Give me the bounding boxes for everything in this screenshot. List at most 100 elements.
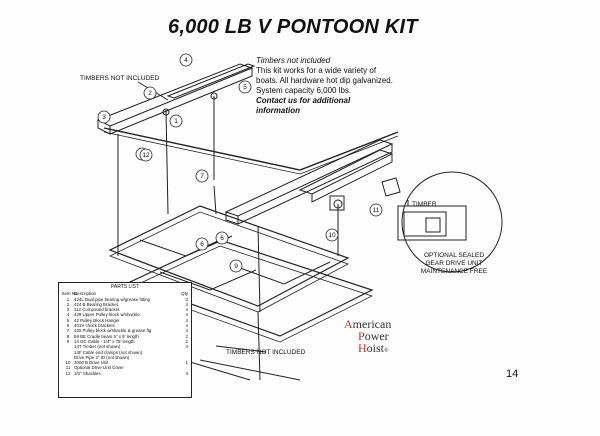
table-cell: 6 xyxy=(66,323,70,329)
header-cell: Qty xyxy=(181,291,188,297)
table-cell: 12 xyxy=(65,370,71,376)
table-cell: 3000 B Drive Unit xyxy=(74,360,109,366)
kit-notes: Timbers not included This kit works for … xyxy=(256,56,456,116)
table-cell: 4 xyxy=(185,344,188,350)
table-cell: 59 BE Cradle beam 5" x 9' length xyxy=(74,333,139,339)
cable xyxy=(165,109,169,215)
table-cell: Optional Drive Unit Cover xyxy=(74,365,124,371)
right-timber-rear xyxy=(298,149,394,195)
table-cell: 5 xyxy=(66,317,70,323)
gear-caption-line: OPTIONAL SEALED xyxy=(423,252,485,259)
cable xyxy=(213,185,217,215)
table-row: 9 14 GC Cable - 1/4" x 75' length 2 xyxy=(62,339,188,344)
table-cell: 4 xyxy=(185,328,188,334)
cable xyxy=(257,225,261,313)
table-cell: 4 xyxy=(185,317,188,323)
table-cell: 4 xyxy=(185,312,188,318)
page-title: 6,000 LB V PONTOON KIT xyxy=(168,16,418,38)
notes-line: Timbers not included xyxy=(256,56,331,65)
parts-list-rows: 1 424L Dual pipe bearing w/grease fitting… xyxy=(62,297,188,376)
callout-num: 6 xyxy=(220,235,224,242)
table-cell: 4 xyxy=(185,301,188,307)
table-cell: 11 xyxy=(65,365,71,371)
timber-label: TIMBER xyxy=(412,201,437,208)
callout-3 xyxy=(97,110,111,124)
table-cell: 112 Compound bracket xyxy=(74,307,120,313)
callout-num: 4 xyxy=(184,57,188,64)
callout-5 xyxy=(238,80,252,94)
callout-num: 6 xyxy=(200,241,204,248)
table-cell: 7 xyxy=(66,328,70,334)
chock-bracket xyxy=(139,235,233,257)
table-cell: 4 xyxy=(185,370,188,376)
gear-caption-line: MAINTENANCE FREE xyxy=(420,268,488,275)
callout-7 xyxy=(195,169,209,183)
drive-unit-cover xyxy=(381,177,401,197)
drive-pipe-top xyxy=(103,127,399,171)
table-cell: 9 xyxy=(66,338,70,344)
gear-drive-caption: OPTIONAL SEALED GEAR DRIVE UNIT MAINTENA… xyxy=(404,252,504,276)
callout-9 xyxy=(229,259,243,273)
table-cell: 2 xyxy=(185,338,188,344)
callout-num: 7 xyxy=(200,173,204,180)
table-cell: 4 xyxy=(66,312,70,318)
notes-line: information xyxy=(256,106,300,115)
table-cell: 3 xyxy=(66,307,70,313)
table-cell: 42 Pulley Block Hanger xyxy=(74,317,120,323)
callout-12 xyxy=(139,148,153,162)
header-cell: Description xyxy=(74,291,96,297)
table-row: 5 42 Pulley Block Hanger 4 xyxy=(62,318,188,323)
parts-list-header: Item No Description Qty xyxy=(62,291,188,296)
callout-4 xyxy=(179,53,193,67)
notes-line: Contact us for additional xyxy=(256,96,351,105)
table-cell: 10 xyxy=(65,360,71,366)
table-cell: Drive Pipe 2" ID (not shown) xyxy=(74,354,130,360)
page-number: 14 xyxy=(506,368,519,380)
callout-2 xyxy=(143,86,157,100)
top-timber-rear xyxy=(166,63,256,99)
chock-bracket xyxy=(239,261,331,285)
table-row: 14F Cable end clamps (not shown) xyxy=(62,350,188,355)
table-cell: 2 xyxy=(185,333,188,339)
gear-drive-detail xyxy=(401,171,503,273)
table-cell: 1 xyxy=(185,360,188,366)
table-cell: 14 GC Cable - 1/4" x 75' length xyxy=(74,338,135,344)
callout-1 xyxy=(169,114,183,128)
header-cell: Item No xyxy=(62,291,78,297)
callout-num: 2 xyxy=(148,90,152,97)
table-row: 1 424L Dual pipe bearing w/grease fitting… xyxy=(62,297,188,302)
table-row: Drive Pipe 2" ID (not shown) xyxy=(62,355,188,360)
table-row: 4 429 Upper Pulley block w/shackle 4 xyxy=(62,312,188,317)
parts-list-title: PARTS LIST xyxy=(110,284,140,290)
table-cell: 2 xyxy=(66,301,70,307)
table-cell: 14F Cable end clamps (not shown) xyxy=(74,349,143,355)
callout-num: 3 xyxy=(102,114,106,121)
table-cell: 429 Pulley block w/shackle & grease ftg xyxy=(74,328,152,334)
table-cell: 14T Timber (not shown) xyxy=(74,344,121,350)
table-cell: 1/2" Shackles xyxy=(74,370,101,376)
table-cell: 401V chock brackets xyxy=(74,323,115,329)
callout-num: 9 xyxy=(234,263,238,270)
callout-6b xyxy=(215,231,229,245)
cradle-beam-left xyxy=(108,205,350,307)
callout-num: 12 xyxy=(142,152,150,159)
callouts xyxy=(97,53,383,273)
table-cell: 429 Upper Pulley block w/shackle xyxy=(74,312,140,318)
notes-line: System capacity 6,000 lbs. xyxy=(256,86,352,95)
table-cell: 424L Dual pipe bearing w/grease fitting xyxy=(74,296,150,302)
callout-num: 11 xyxy=(373,207,380,214)
table-cell: 2 xyxy=(185,296,188,302)
american-power-hoist-logo: American Power Hoist® xyxy=(344,317,392,355)
callout-num: 10 xyxy=(328,232,336,239)
table-cell: 424 B Bearing Bracket xyxy=(74,301,118,307)
table-row: 2 424 B Bearing Bracket 4 xyxy=(62,302,188,307)
callout-10 xyxy=(325,228,339,242)
table-cell: 1 xyxy=(66,296,70,302)
notes-line: This kit works for a wide variety of xyxy=(256,66,377,75)
